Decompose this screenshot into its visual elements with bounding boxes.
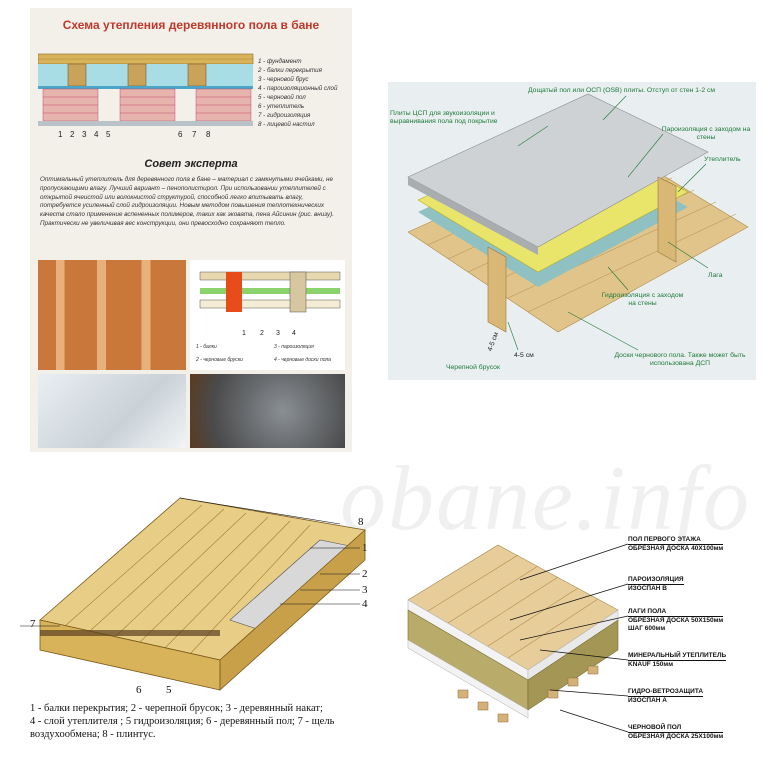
label-mineral-insulation: МИНЕРАЛЬНЫЙ УТЕПЛИТЕЛЬ KNAUF 150мм	[628, 652, 727, 669]
legend-item: 6 - утеплитель	[258, 103, 305, 110]
label-title: ЛАГИ ПОЛА	[628, 608, 724, 617]
caption-line: воздухообмена; 8 - плинтус.	[30, 729, 156, 740]
sketch-label: 1 - балки	[196, 344, 217, 350]
legend-item: 8 - лицевой настил	[258, 121, 315, 128]
legend-item: 3 - черновой брус	[258, 76, 309, 83]
legend-item: 5 - черновой пол	[258, 94, 306, 101]
diagram-number: 5	[106, 130, 111, 139]
label-sub: ИЗОСПАН А	[628, 697, 667, 704]
diagram-number: 3	[82, 130, 87, 139]
label-title: ГИДРО-ВЕТРОЗАЩИТА	[628, 688, 704, 697]
legend-item: 2 - балки перекрытия	[258, 67, 322, 74]
label-title: ПОЛ ПЕРВОГО ЭТАЖА	[628, 536, 724, 545]
sketch-number: 2	[260, 330, 264, 337]
caption-line: 1 - балки перекрытия; 2 - черепной брусо…	[30, 703, 323, 714]
section-number: 7	[30, 618, 36, 630]
section-number: 4	[362, 598, 368, 610]
label-leader-lines	[509, 543, 629, 733]
callout-joist: Лага	[708, 272, 723, 279]
callout-cranial-bar: Черепной брусок	[446, 364, 500, 371]
sketch-label: 2 - черновые бруски	[196, 357, 243, 363]
label-title: МИНЕРАЛЬНЫЙ УТЕПЛИТЕЛЬ	[628, 652, 727, 661]
photo-ecowool-fill	[190, 374, 345, 448]
callout-waterproofing: Гидроизоляция с заходом на стены	[601, 292, 684, 307]
section-number: 2	[362, 568, 368, 580]
expert-advice-text: Оптимальный утеплитель для деревянного п…	[40, 176, 334, 227]
callout-csp-plates: Плиты ЦСП для звукоизоляции и выравниван…	[390, 110, 498, 125]
mineral-insulation-floor-3d	[407, 544, 619, 723]
section-number: 6	[136, 684, 142, 696]
label-sub: ОБРЕЗНАЯ ДОСКА 40Х100мм	[628, 545, 724, 552]
label-sub: ИЗОСПАН В	[628, 585, 667, 592]
callout-subfloor-boards: Доски чернового пола. Также может быть и…	[614, 352, 746, 367]
joist-sketch	[199, 271, 341, 313]
section-number: 1	[362, 542, 368, 554]
label-sub: ОБРЕЗНАЯ ДОСКА 50Х150мм	[628, 617, 724, 624]
diagram-number: 1	[58, 130, 63, 139]
diagram-number: 2	[70, 130, 75, 139]
photo-insulation	[38, 374, 186, 448]
legend-item: 7 - гидроизоляция	[258, 112, 311, 119]
label-first-floor: ПОЛ ПЕРВОГО ЭТАЖА ОБРЕЗНАЯ ДОСКА 40Х100м…	[628, 536, 724, 553]
section-number: 8	[358, 516, 364, 528]
panel1-title: Схема утепления деревянного пола в бане	[62, 18, 320, 32]
expert-advice-heading: Совет эксперта	[144, 158, 238, 170]
legend-item: 4 - пароизоляционный слой	[258, 85, 338, 92]
photo-floor-joists	[38, 260, 186, 370]
label-sub: ШАГ 600мм	[628, 625, 666, 632]
diagram-number: 6	[178, 130, 183, 139]
sketch-number: 1	[242, 330, 246, 337]
site-watermark: obane.info	[340, 447, 751, 549]
section-number: 5	[166, 684, 172, 696]
callout-top-floor: Дощатый пол или ОСП (OSB) плиты. Отступ …	[528, 87, 716, 94]
sketch-label: 4 - черновые доски пола	[274, 357, 331, 363]
sketch-number: 3	[276, 330, 280, 337]
legend-item: 1 - фундамент	[258, 58, 302, 65]
callout-insulation: Утеплитель	[704, 156, 741, 163]
label-wind-protection: ГИДРО-ВЕТРОЗАЩИТА ИЗОСПАН А	[628, 688, 704, 705]
section-caption: 1 - балки перекрытия; 2 - черепной брусо…	[30, 702, 360, 741]
label-subfloor: ЧЕРНОВОЙ ПОЛ ОБРЕЗНАЯ ДОСКА 25Х100мм	[628, 724, 724, 741]
callout-vapor-barrier: Пароизоляция с заходом на стены	[661, 126, 751, 141]
scheme-joists-illustration: 1 2 3 4 1 - балки 2 - черновые бруски 3 …	[190, 260, 345, 370]
label-title: ПАРОИЗОЛЯЦИЯ	[628, 576, 684, 585]
caption-line: 4 - слой утеплителя ; 5 гидроизоляция; 6…	[30, 716, 335, 727]
label-title: ЧЕРНОВОЙ ПОЛ	[628, 724, 724, 733]
sketch-number: 4	[292, 330, 296, 337]
sketch-label: 3 - пароизоляция	[274, 344, 314, 350]
label-vapor-barrier: ПАРОИЗОЛЯЦИЯ ИЗОСПАН В	[628, 576, 684, 593]
diagram-number: 7	[192, 130, 197, 139]
label-sub: KNAUF 150мм	[628, 661, 674, 668]
floor-section-drawing	[20, 497, 366, 691]
label-sub: ОБРЕЗНАЯ ДОСКА 25Х100мм	[628, 733, 724, 740]
floor-layers-3d-illustration	[407, 93, 749, 351]
dim-label: 4-5 см	[514, 352, 534, 359]
floor-cross-section-diagram	[38, 53, 254, 126]
diagram-number: 4	[94, 130, 99, 139]
label-floor-joists: ЛАГИ ПОЛА ОБРЕЗНАЯ ДОСКА 50Х150мм ШАГ 60…	[628, 608, 724, 633]
diagram-number: 8	[206, 130, 211, 139]
section-number: 3	[362, 584, 368, 596]
panel-insulated-floor-3d: Дощатый пол или ОСП (OSB) плиты. Отступ …	[388, 82, 756, 380]
panel-sauna-floor-scheme: Схема утепления деревянного пола в бане …	[30, 8, 352, 452]
